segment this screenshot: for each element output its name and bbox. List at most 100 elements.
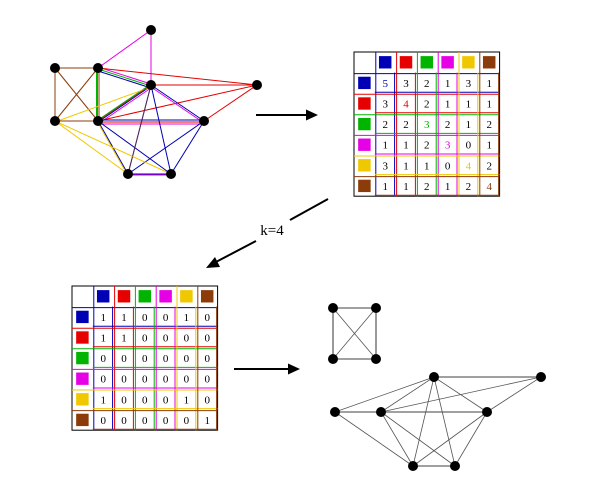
graph-edge	[150, 86, 205, 124]
matrix-cell: 0	[204, 353, 210, 365]
graph-node	[429, 372, 439, 382]
matrix-cell: 3	[403, 78, 409, 90]
graph-node	[371, 303, 381, 313]
matrix-cell: 2	[445, 119, 451, 131]
matrix-cell: 2	[486, 160, 492, 172]
matrix-cell: 1	[121, 333, 127, 345]
arrow-head	[288, 363, 300, 375]
matrix-frame	[71, 285, 219, 431]
matrix-frame	[353, 51, 501, 197]
matrix-cell: 0	[121, 394, 127, 406]
matrix-cell: 0	[142, 312, 148, 324]
matrix-cell: 0	[466, 140, 472, 152]
color-swatch-green	[76, 351, 89, 365]
color-swatch-magenta	[159, 290, 172, 303]
matrix-cell: 0	[142, 415, 148, 427]
matrix-cell: 1	[382, 140, 388, 152]
color-swatch-brown	[76, 413, 89, 427]
matrix-cell: 1	[403, 181, 409, 193]
matrix-cell: 1	[403, 140, 409, 152]
color-swatch-blue	[96, 290, 110, 303]
graph-node	[146, 25, 156, 35]
graph-node	[330, 407, 340, 417]
graph-node	[93, 63, 103, 73]
matrix-cell: 1	[445, 78, 451, 90]
color-swatch-blue	[76, 310, 89, 324]
matrix-cell: 0	[163, 394, 169, 406]
graph-edge	[150, 84, 205, 122]
result-cluster-large	[334, 376, 542, 467]
graph-edge	[380, 411, 414, 467]
matrix-cell: 5	[382, 78, 388, 90]
matrix-cell: 0	[184, 415, 190, 427]
graph-edge	[454, 411, 488, 467]
matrix-cell: 2	[382, 119, 388, 131]
color-swatch-blue	[378, 56, 392, 69]
matrix-cell: 4	[486, 181, 492, 193]
result-graph	[328, 303, 546, 471]
color-swatch-magenta	[441, 56, 454, 69]
matrix-cell: 0	[142, 394, 148, 406]
graph-edge	[97, 85, 152, 123]
graph-edge	[97, 29, 152, 69]
matrix-cell: 1	[445, 99, 451, 111]
color-swatch-brown	[358, 179, 371, 193]
matrix-cell: 0	[163, 353, 169, 365]
matrix-cell: 0	[142, 353, 148, 365]
color-swatch-blue	[358, 76, 371, 90]
graph-edge	[54, 67, 99, 122]
matrix-cell: 0	[204, 394, 210, 406]
graph-node	[50, 63, 60, 73]
matrix-cell: 0	[184, 374, 190, 386]
graph-node	[93, 116, 103, 126]
matrix-cell: 0	[204, 312, 210, 324]
graph-node	[50, 116, 60, 126]
matrix-cell: 4	[466, 160, 472, 172]
matrix-cell: 0	[184, 353, 190, 365]
color-swatch-yellow	[180, 290, 193, 303]
graph-node	[371, 354, 381, 364]
graph-edge	[97, 66, 152, 85]
matrix-cell: 2	[424, 181, 430, 193]
arrow-diagonal-lower	[213, 240, 257, 264]
matrix-cell: 2	[486, 119, 492, 131]
arrows	[206, 109, 329, 375]
matrix-cell: 3	[424, 119, 430, 131]
graph-edge	[380, 376, 435, 413]
graph-node	[252, 80, 262, 90]
matrix-cell: 0	[204, 333, 210, 345]
matrix-cell: 3	[382, 160, 388, 172]
arrow-head	[206, 257, 220, 268]
matrix-cell: 3	[445, 140, 451, 152]
graph-node	[408, 461, 418, 471]
matrix-cell: 0	[204, 374, 210, 386]
matrix-cell: 1	[100, 333, 106, 345]
graph-edge	[486, 376, 542, 413]
color-swatch-brown	[200, 290, 214, 303]
color-swatch-red	[76, 331, 89, 344]
matrix-cell: 2	[424, 140, 430, 152]
matrix-cell: 0	[121, 415, 127, 427]
matrix-cell: 0	[445, 160, 451, 172]
graph-node	[123, 169, 133, 179]
graph-edge	[203, 84, 258, 122]
graph-edge	[97, 70, 152, 89]
graph-edge	[54, 120, 172, 175]
graph-node	[376, 407, 386, 417]
matrix-cell: 2	[424, 78, 430, 90]
matrix-cell: 1	[486, 99, 492, 111]
matrix-cell: 1	[184, 312, 190, 324]
matrix-cell: 0	[100, 353, 106, 365]
graph-edge	[334, 376, 435, 413]
colored-graph	[50, 25, 262, 179]
graph-edge	[412, 376, 435, 467]
matrix-cell: 2	[424, 99, 430, 111]
arrow-diagonal-upper	[289, 198, 329, 221]
graph-edge	[150, 84, 172, 175]
matrix-cell: 4	[403, 99, 409, 111]
color-swatch-yellow	[76, 393, 89, 406]
matrix-cell: 0	[163, 374, 169, 386]
matrix-cell: 1	[100, 312, 106, 324]
